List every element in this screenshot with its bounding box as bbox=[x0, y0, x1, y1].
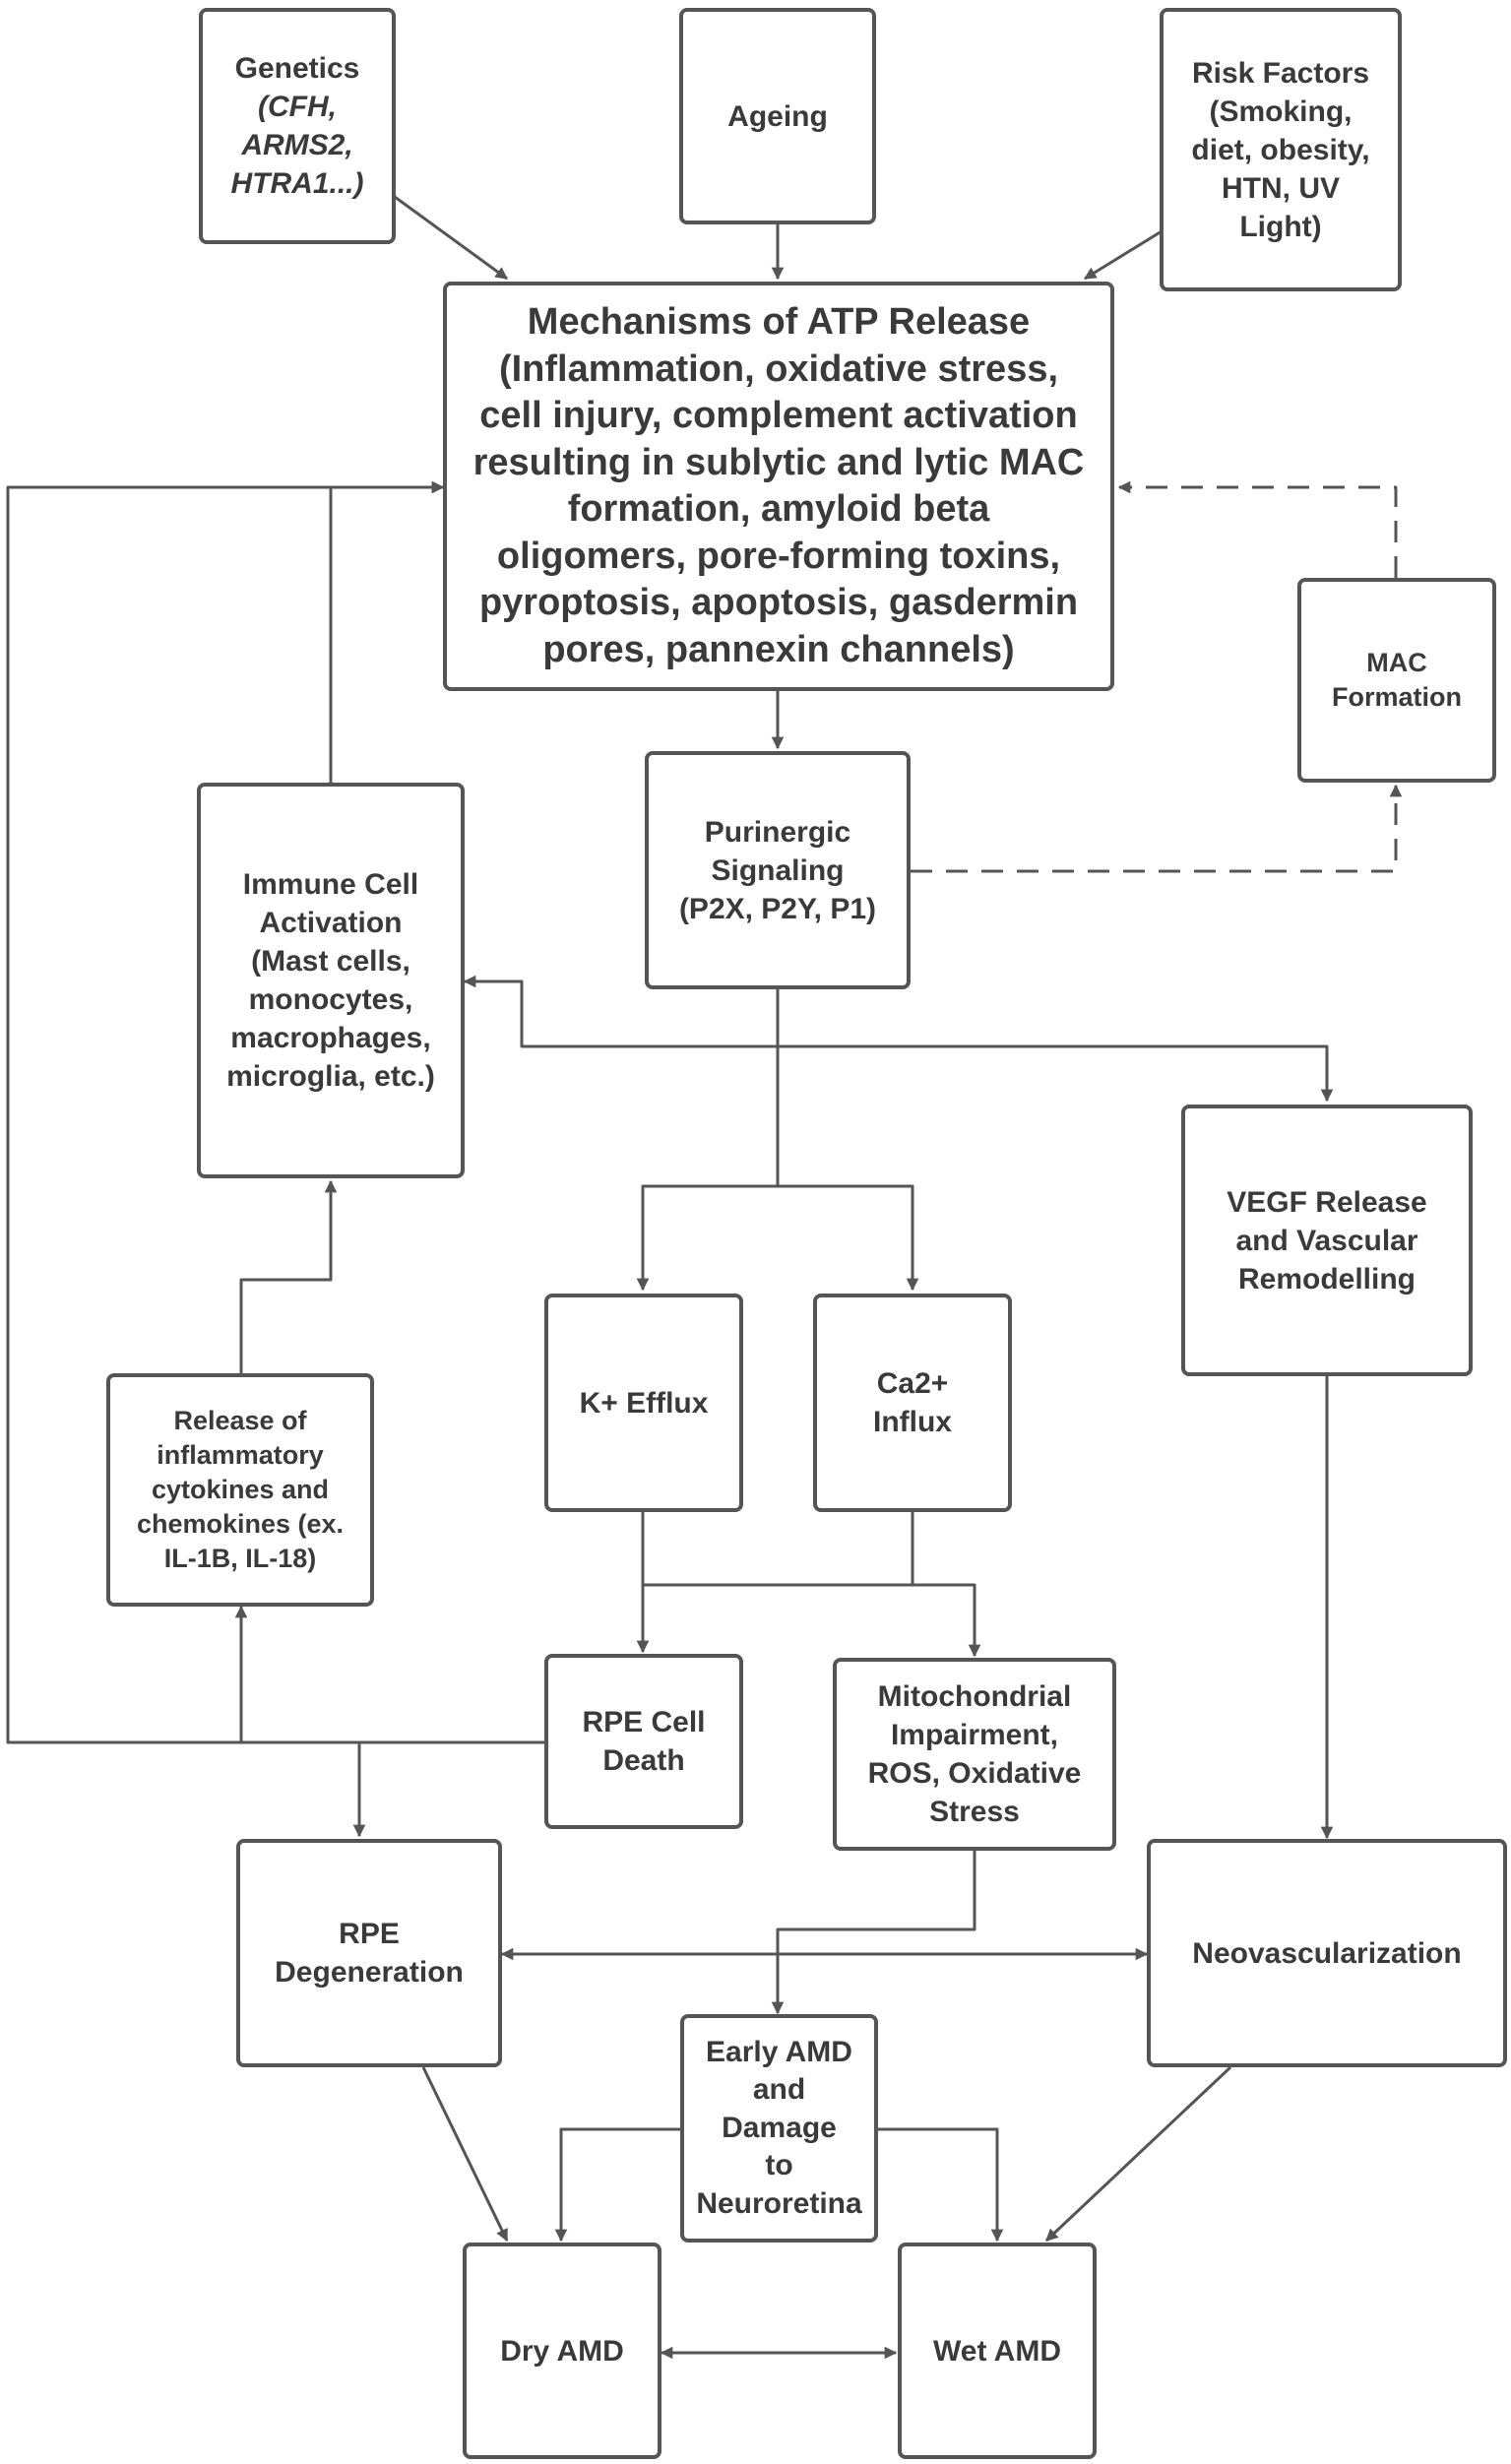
arrow-mac-to-atp bbox=[1117, 480, 1398, 578]
node-dry-amd: Dry AMD bbox=[463, 2243, 661, 2459]
node-cytokines-release: Release of inflammatory cytokines and ch… bbox=[106, 1373, 374, 1607]
arrow-genetics-to-atp bbox=[394, 195, 509, 281]
arrow-cytokines-to-immune bbox=[239, 1179, 338, 1373]
node-k-efflux: K+ Efflux bbox=[544, 1294, 743, 1512]
arrow-purinergic-to-kefflux bbox=[636, 1184, 778, 1292]
arrow-neovasc-to-wetamd bbox=[1044, 2065, 1232, 2243]
arrow-purinergic-to-vegf bbox=[778, 1044, 1334, 1103]
arrow-immune-to-atp bbox=[329, 480, 445, 783]
node-neovascularization: Neovascularization bbox=[1147, 1839, 1507, 2067]
node-rpe-cell-death: RPE Cell Death bbox=[544, 1654, 743, 1829]
node-wet-amd: Wet AMD bbox=[898, 2243, 1097, 2459]
node-mitochondrial-impairment: Mitochondrial Impairment, ROS, Oxidative… bbox=[833, 1658, 1116, 1851]
node-atp-release: Mechanisms of ATP Release (Inflammation,… bbox=[443, 282, 1114, 691]
arrow-mito-to-earlyamd bbox=[771, 1851, 976, 2015]
arrow-rpedeath-to-rpedegen bbox=[352, 1740, 546, 1838]
arrow-purinergic-to-mac bbox=[911, 784, 1403, 873]
arrow-rpedeath-to-cytokines bbox=[234, 1605, 546, 1744]
node-vegf-release: VEGF Release and Vascular Remodelling bbox=[1181, 1105, 1473, 1376]
node-early-amd: Early AMD and Damage to Neuroretina bbox=[680, 2014, 878, 2243]
node-rpe-degeneration: RPE Degeneration bbox=[236, 1839, 502, 2067]
node-purinergic-signaling: Purinergic Signaling (P2X, P2Y, P1) bbox=[645, 751, 911, 989]
arrow-cainflux-to-mito bbox=[913, 1583, 981, 1658]
node-mac-formation: MAC Formation bbox=[1297, 578, 1496, 783]
node-risk-factors: Risk Factors (Smoking, diet, obesity, HT… bbox=[1160, 8, 1402, 291]
node-ageing: Ageing bbox=[679, 8, 876, 224]
arrow-risk-to-atp bbox=[1083, 229, 1163, 281]
arrow-earlyamd-to-dryamd bbox=[554, 2127, 682, 2243]
arrow-purinergic-to-cainflux bbox=[778, 1184, 919, 1292]
arrow-merge-to-rpedeath bbox=[636, 1583, 913, 1654]
node-ca-influx: Ca2+ Influx bbox=[813, 1294, 1012, 1512]
arrow-rpedegen-to-dryamd bbox=[421, 2066, 509, 2243]
node-immune-cell-activation: Immune Cell Activation (Mast cells, mono… bbox=[197, 783, 465, 1178]
arrow-purinergic-to-immune bbox=[463, 975, 778, 1048]
arrow-earlyamd-to-wetamd bbox=[876, 2127, 1004, 2243]
node-genetics: Genetics (CFH, ARMS2, HTRA1...) bbox=[199, 8, 396, 244]
